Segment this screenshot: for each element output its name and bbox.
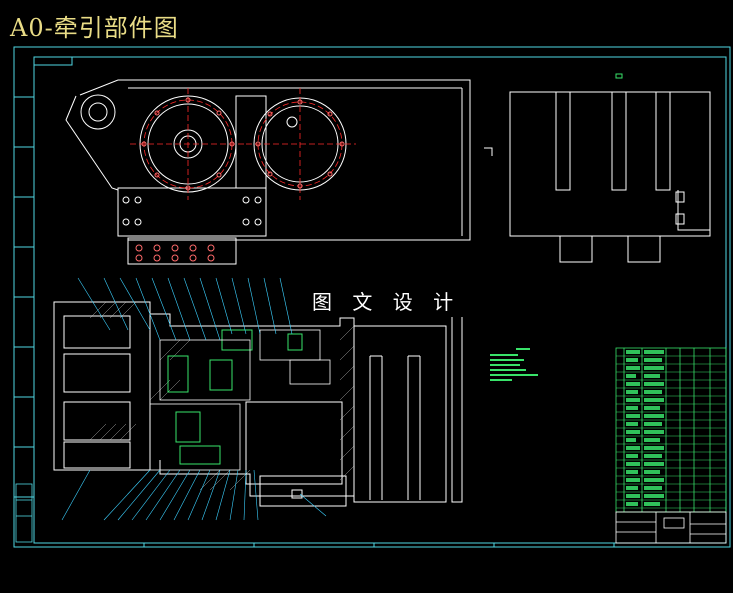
gear-internals [167, 329, 303, 465]
drawing-title: A0-牵引部件图 [10, 14, 179, 42]
gear-details [149, 329, 331, 471]
watermark-banner: 图 文 设 计 [304, 284, 469, 317]
top-view [65, 79, 471, 265]
side-stamp [15, 483, 33, 543]
side-view [484, 91, 711, 263]
top-view-center-lines [130, 88, 356, 200]
top-view-bolts [135, 97, 345, 262]
parts-list-text [626, 350, 664, 506]
technical-notes [490, 348, 538, 381]
title-block [615, 511, 727, 544]
base-bolts [122, 196, 262, 226]
parts-list-rows [616, 355, 726, 509]
section-view [53, 301, 463, 507]
sheet-frame [13, 46, 731, 548]
leader-lines [61, 277, 327, 521]
